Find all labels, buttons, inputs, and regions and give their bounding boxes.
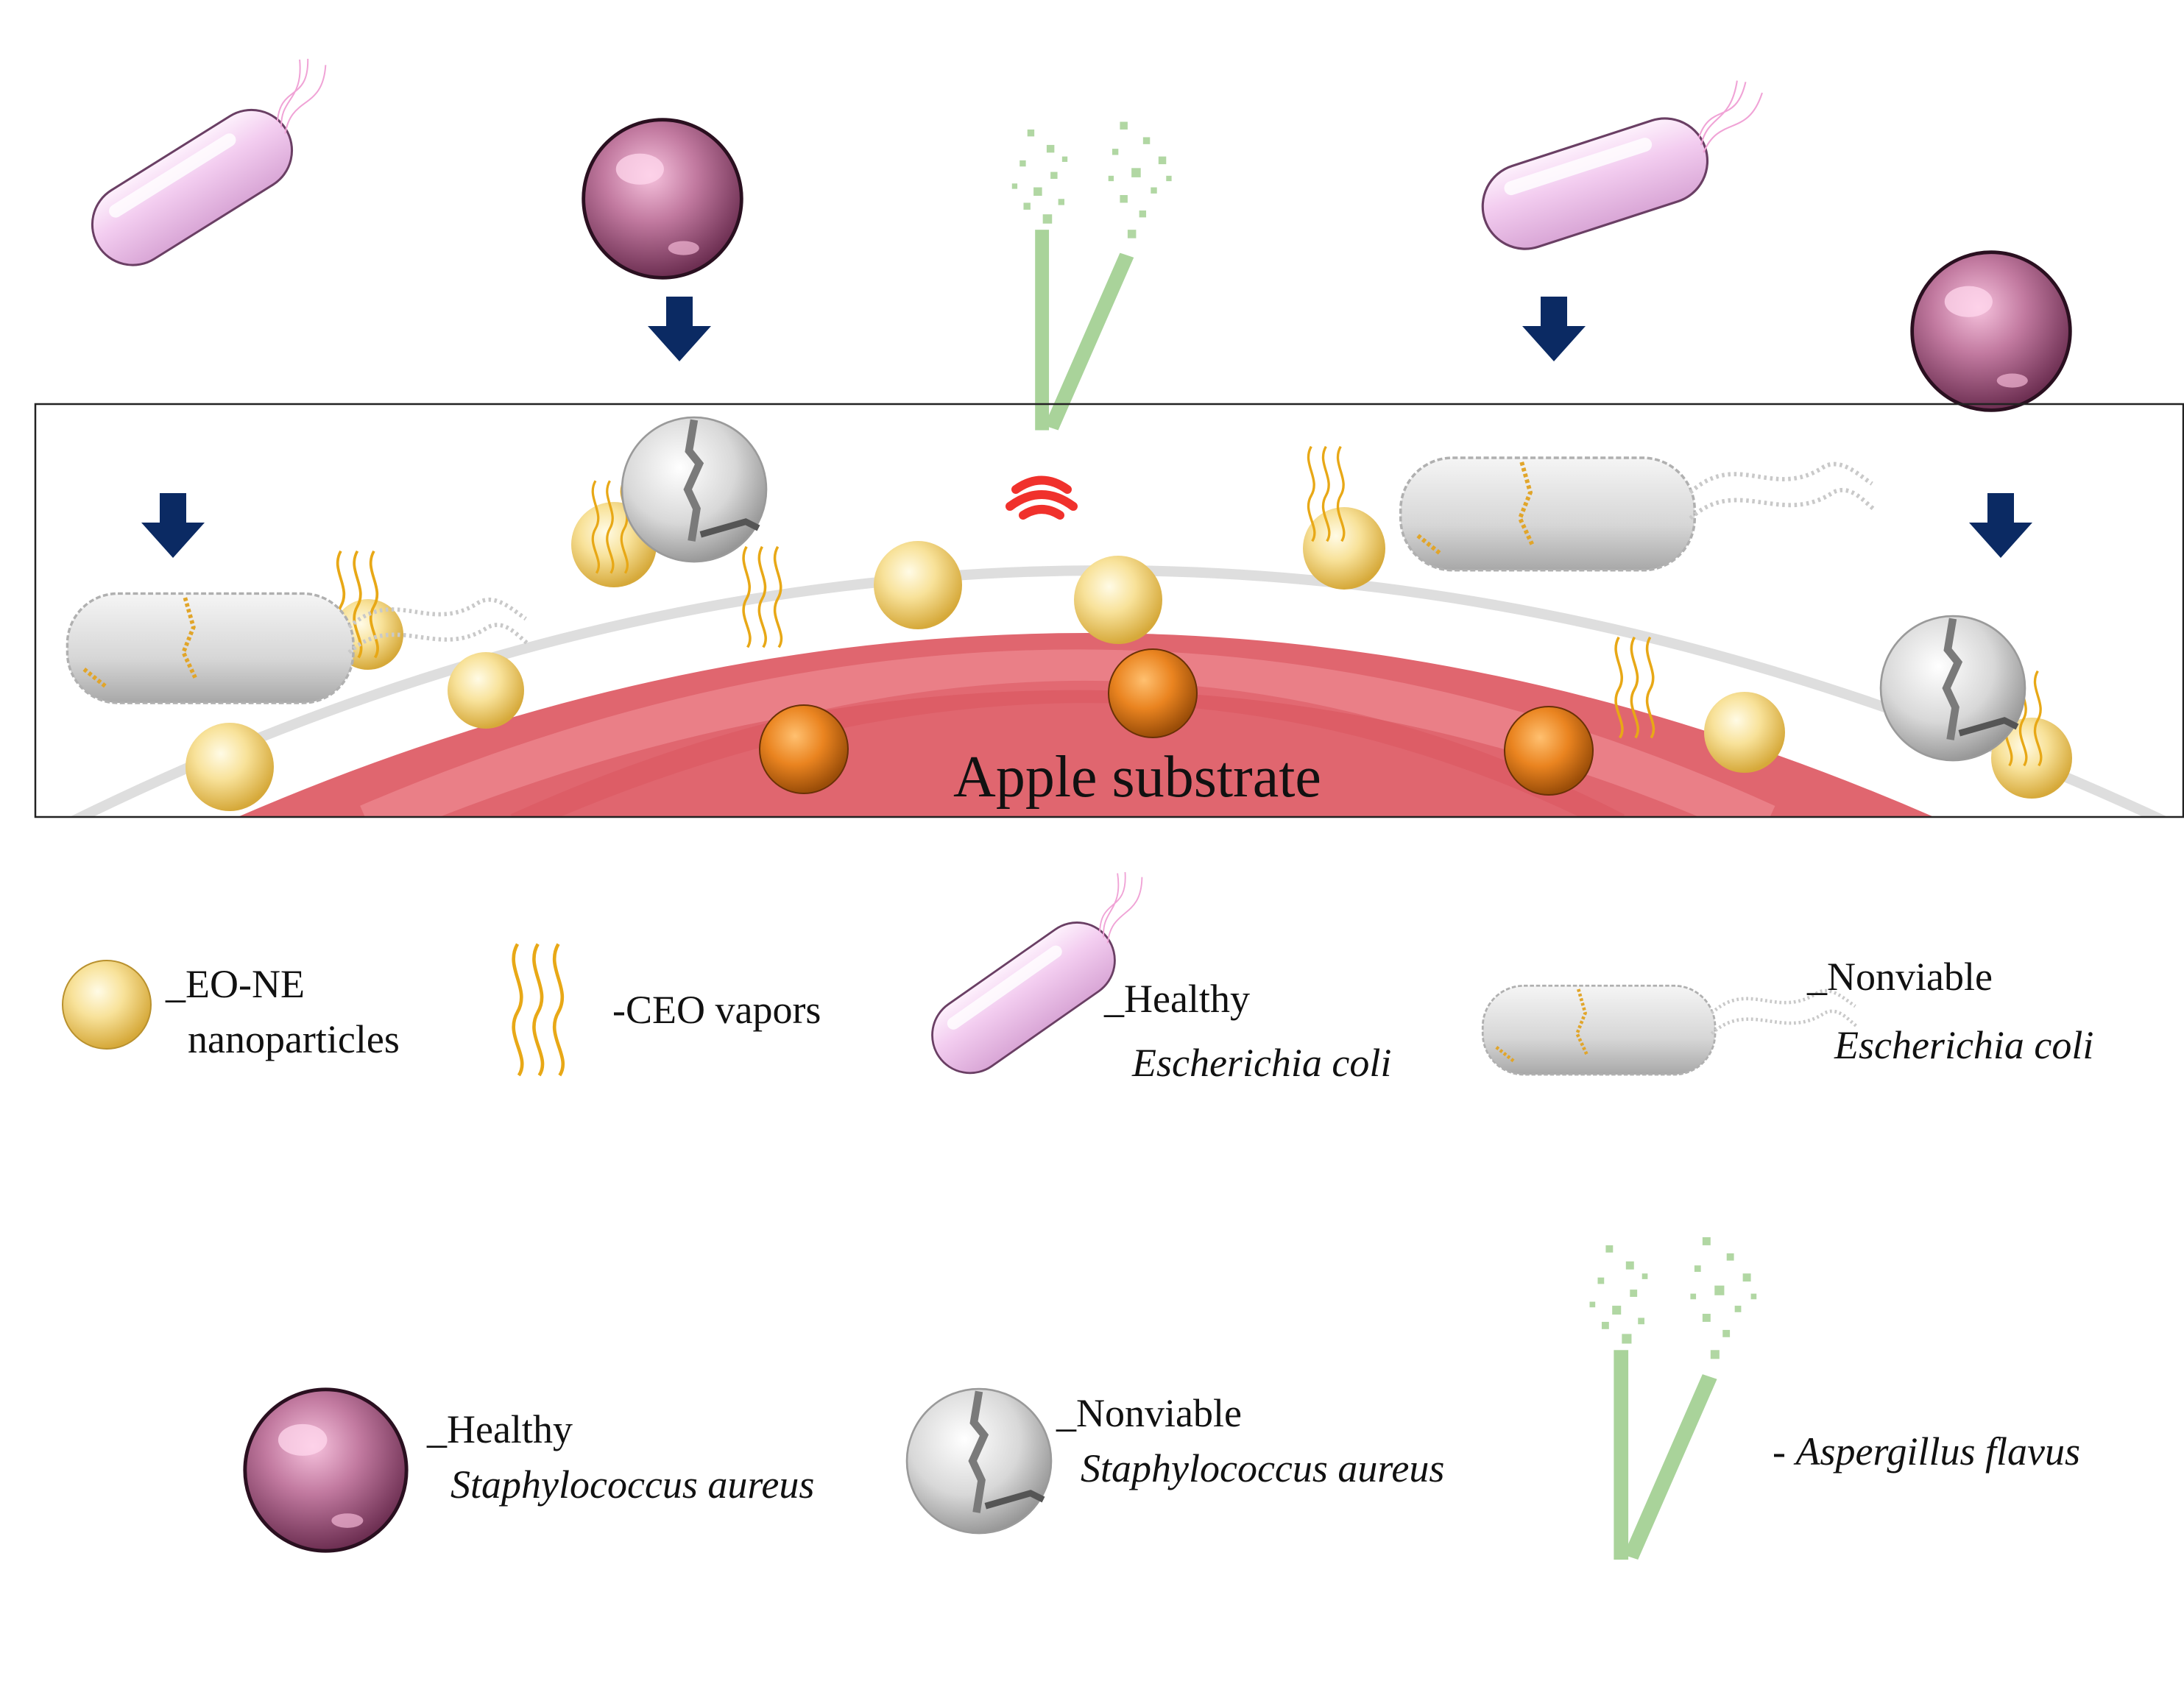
legend-item-aspergillus: - Aspergillus flavus <box>1589 1237 2080 1560</box>
legend-nonviable-saureus-line2: Staphylococcus aureus <box>1081 1446 1444 1490</box>
arrow-down-icon <box>141 493 205 558</box>
aspergillus-icon <box>1589 1237 1757 1560</box>
arrow-down-icon <box>648 297 711 361</box>
nanoparticle-icon <box>1704 692 1785 773</box>
nanoparticle-icon <box>1074 556 1162 644</box>
legend-nonviable-saureus-line1: _Nonviable <box>1056 1391 1242 1435</box>
legend-item-vapor: -CEO vapors <box>514 944 821 1076</box>
legend-aspergillus-name: Aspergillus flavus <box>1793 1429 2080 1474</box>
nanoparticle-icon <box>185 723 274 811</box>
falling-saureus-left <box>584 120 742 278</box>
scene-panel: Apple substrate <box>34 403 2184 818</box>
nanoparticle-icon <box>1991 718 2072 799</box>
legend-nanoparticle-line2: nanoparticles <box>188 1017 400 1061</box>
nonviable-ecoli-icon <box>1482 986 1857 1075</box>
arrow-down-icon <box>1969 493 2032 558</box>
nanoparticle-icon <box>1303 507 1385 590</box>
falling-ecoli-right <box>1466 73 1787 261</box>
legend-vapor-label: -CEO vapors <box>612 988 821 1032</box>
legend-healthy-saureus-line1: _Healthy <box>426 1407 573 1451</box>
legend-item-healthy-ecoli: _Healthy Escherichia coli <box>910 862 1391 1089</box>
nonviable-saureus-icon <box>622 417 766 562</box>
legend-aspergillus-prefix: - <box>1773 1429 1795 1474</box>
nanoparticle-icon <box>62 960 152 1050</box>
nanoparticle-icon <box>874 541 962 629</box>
legend-nonviable-ecoli-line2: Escherichia coli <box>1834 1023 2093 1067</box>
legend-healthy-saureus-line2: Staphylococcus aureus <box>450 1462 814 1507</box>
substrate-label: Apple substrate <box>953 745 1321 810</box>
legend-aspergillus-label: - Aspergillus flavus <box>1773 1429 2080 1474</box>
falling-ecoli-left <box>70 48 366 282</box>
nonviable-saureus-icon <box>1881 616 2025 760</box>
nonviable-ecoli-icon <box>1401 458 1875 570</box>
orange-particle <box>1504 706 1594 796</box>
legend: _EO-NE nanoparticles -CEO vapors _Health… <box>62 862 2093 1560</box>
legend-healthy-ecoli-line1: _Healthy <box>1103 977 1250 1021</box>
arrow-down-icon <box>1522 297 1586 361</box>
orange-particle <box>759 704 849 794</box>
vapor-icon <box>514 944 563 1076</box>
legend-item-healthy-saureus: _Healthy Staphylococcus aureus <box>245 1390 814 1551</box>
aspergillus-top <box>1011 121 1172 431</box>
legend-item-nanoparticle: _EO-NE nanoparticles <box>62 960 400 1061</box>
legend-nonviable-ecoli-line1: _Nonviable <box>1806 955 1993 999</box>
saureus-icon <box>245 1390 406 1551</box>
legend-item-nonviable-saureus: _Nonviable Staphylococcus aureus <box>907 1389 1444 1533</box>
legend-healthy-ecoli-line2: Escherichia coli <box>1131 1041 1391 1085</box>
orange-particle <box>1108 648 1198 738</box>
nonviable-saureus-icon <box>907 1389 1051 1533</box>
legend-nanoparticle-line1: _EO-NE <box>165 962 305 1006</box>
falling-saureus-right <box>1912 252 2071 411</box>
nanoparticle-icon <box>448 652 524 729</box>
signal-icon <box>1006 475 1078 520</box>
legend-item-nonviable-ecoli: _Nonviable Escherichia coli <box>1482 955 2093 1075</box>
